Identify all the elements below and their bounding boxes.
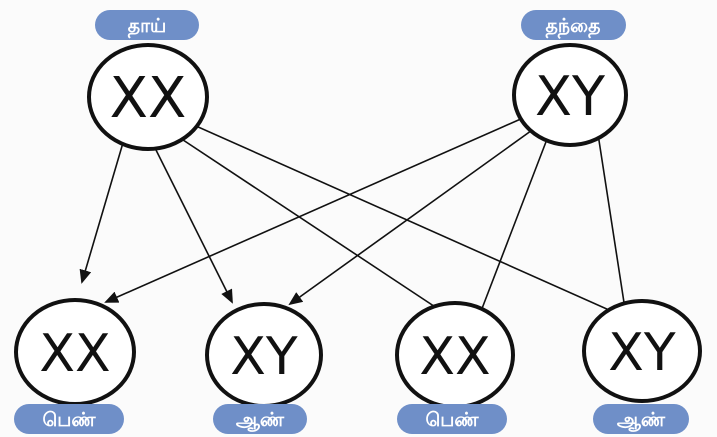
child-node-3: XX பெண்: [395, 301, 515, 434]
label-pill: [397, 404, 507, 434]
label-pill: [593, 404, 689, 434]
parent-genotype-mother: XX: [110, 66, 187, 131]
child-genotype-3: XX: [419, 327, 490, 387]
parent-node-father: தந்தை XY: [512, 10, 628, 147]
genotype-circle: [582, 299, 702, 403]
child-node-4: XY ஆண்: [582, 299, 702, 434]
arrow-mother-to-child3: [167, 129, 472, 332]
child-genotype-4: XY: [608, 323, 676, 383]
parent-label-father: தந்தை: [546, 15, 601, 39]
label-pill: [521, 10, 626, 40]
child-label-2: ஆண்: [236, 409, 285, 431]
child-label-1: பெண்: [42, 409, 96, 431]
label-pill: [14, 404, 124, 434]
child-label-3: பெண்: [425, 409, 479, 431]
arrow-father-to-child4: [597, 133, 632, 324]
arrow-mother-to-child1: [79, 135, 126, 284]
arrow-father-to-child1: [104, 117, 524, 303]
parent-genotype-father: XY: [535, 65, 606, 128]
child-genotype-1: XX: [39, 324, 110, 384]
label-pill: [95, 10, 199, 40]
parent-label-mother: தாய்: [128, 15, 167, 39]
arrow-mother-to-child2: [149, 137, 233, 304]
child-node-1: XX பெண்: [14, 298, 136, 434]
edges-group: [79, 117, 638, 334]
parent-node-mother: தாய் XX: [87, 10, 209, 151]
arrow-father-to-child3: [471, 133, 550, 334]
child-genotype-2: XY: [230, 327, 298, 387]
genotype-circle: [87, 43, 209, 151]
arrow-father-to-child2: [288, 127, 536, 306]
label-pill: [213, 404, 307, 434]
genotype-circle: [512, 43, 628, 147]
child-label-4: ஆண்: [617, 409, 666, 431]
child-node-2: XY ஆண்: [205, 302, 323, 434]
